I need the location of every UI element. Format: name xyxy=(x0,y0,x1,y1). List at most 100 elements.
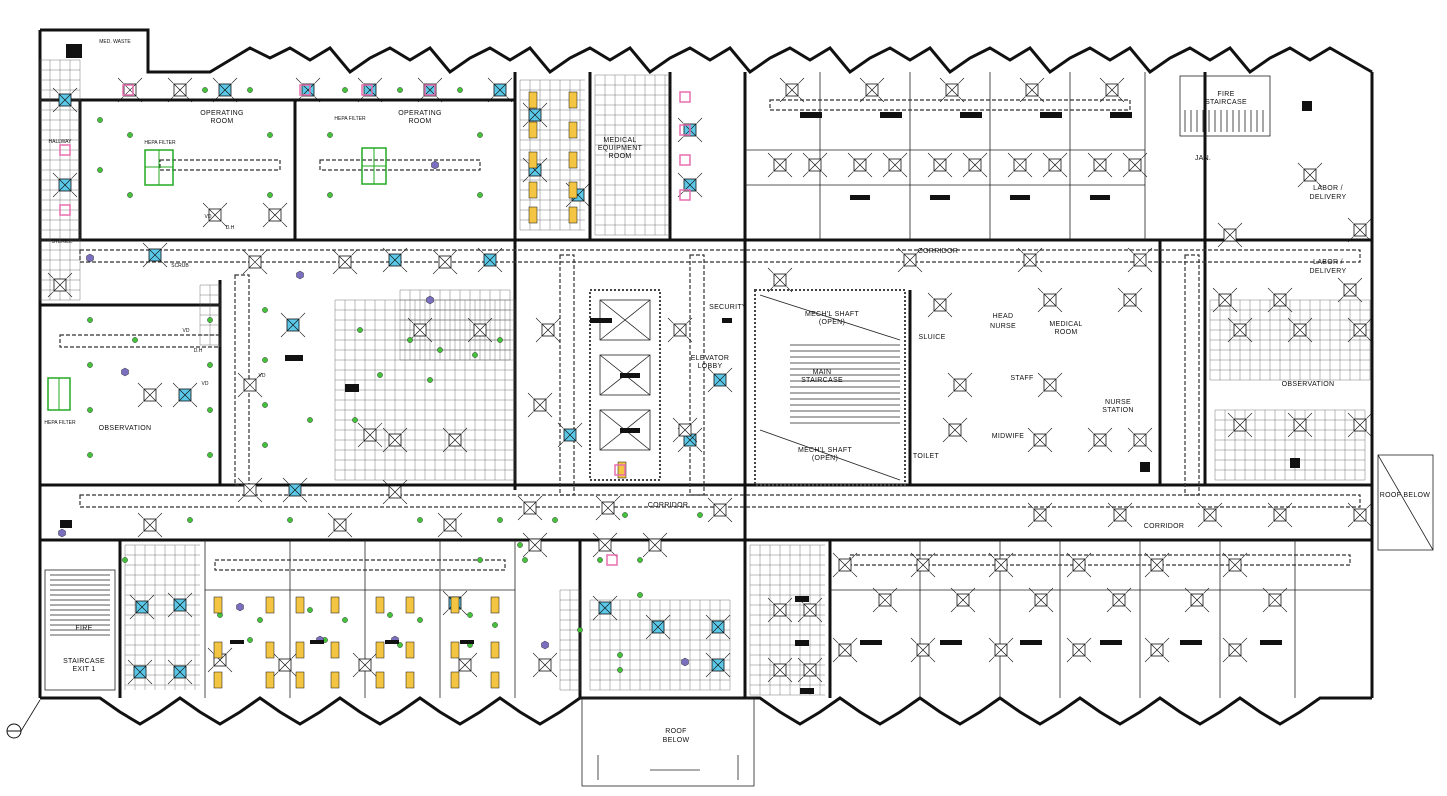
supply-diffuser-icon xyxy=(202,202,228,228)
label-head-nurse-b: NURSE xyxy=(990,323,1016,330)
supply-diffuser-icon xyxy=(910,552,936,578)
air-device-dot-icon xyxy=(207,407,213,413)
main-staircase-core xyxy=(754,289,906,486)
return-grille-icon xyxy=(330,596,340,614)
exhaust-fan-icon xyxy=(361,84,373,96)
supply-diffuser-icon xyxy=(1212,287,1238,313)
label-observation-right: OBSERVATION xyxy=(1282,381,1335,388)
smoke-detector-icon xyxy=(426,295,434,305)
air-device-dot-icon xyxy=(617,652,623,658)
exhaust-fan-icon xyxy=(122,84,134,96)
supply-diffuser-icon xyxy=(407,317,433,343)
air-device-dot-icon xyxy=(127,192,133,198)
supply-diffuser-icon xyxy=(357,77,383,103)
supply-diffuser-icon xyxy=(167,77,193,103)
air-device-dot-icon xyxy=(127,132,133,138)
label-fire-staircase-top-b: STAIRCASE xyxy=(1205,99,1247,106)
label-fire-staircase-top: FIRE xyxy=(1217,91,1234,98)
supply-diffuser-icon xyxy=(467,317,493,343)
label-corridor-lower-left: CORRIDOR xyxy=(648,502,689,509)
exhaust-fan-icon xyxy=(679,189,691,201)
supply-diffuser-icon xyxy=(897,247,923,273)
exhaust-fan-icon xyxy=(424,84,436,96)
tag-block xyxy=(795,596,809,602)
supply-diffuser-icon xyxy=(52,87,78,113)
supply-diffuser-icon xyxy=(802,152,828,178)
return-grille-icon xyxy=(265,596,275,614)
air-device-dot-icon xyxy=(377,372,383,378)
tag-block xyxy=(590,318,612,323)
hepa-filters xyxy=(47,147,387,411)
supply-diffuser-icon xyxy=(237,477,263,503)
label-vd-3: VD xyxy=(259,373,266,379)
supply-diffuser-icon xyxy=(1087,152,1113,178)
tag-block xyxy=(722,318,732,323)
air-device-dot-icon xyxy=(87,317,93,323)
exhaust-fan-icon xyxy=(679,154,691,166)
supply-diffuser-icon xyxy=(1037,287,1063,313)
supply-diffuser-icon xyxy=(1027,502,1053,528)
air-device-dot-icon xyxy=(342,87,348,93)
label-fire-staircase-exit: FIRE xyxy=(75,625,92,632)
supply-diffuser-icon xyxy=(832,552,858,578)
supply-diffuser-icon xyxy=(1017,247,1043,273)
supply-diffuser-icon xyxy=(988,552,1014,578)
tag-block xyxy=(800,112,822,118)
smoke-detector-icon xyxy=(121,367,129,377)
label-labor-delivery-1b: DELIVERY xyxy=(1310,194,1347,201)
label-mech-shaft-top-b: (OPEN) xyxy=(819,319,845,326)
return-grille-icon xyxy=(490,596,500,614)
air-device-dot-icon xyxy=(477,192,483,198)
supply-diffuser-icon xyxy=(1127,427,1153,453)
supply-diffuser-icon xyxy=(1007,152,1033,178)
supply-diffuser-icon xyxy=(705,614,731,640)
exhaust-fan-icon xyxy=(606,554,618,566)
air-device-dot-icon xyxy=(477,557,483,563)
supply-diffuser-icon xyxy=(779,77,805,103)
label-medical-room: MEDICAL xyxy=(1049,321,1082,328)
supply-diffuser-icon xyxy=(672,417,698,443)
supply-diffuser-icon xyxy=(1184,587,1210,613)
tag-block xyxy=(1020,640,1042,645)
supply-diffuser-icon xyxy=(172,382,198,408)
exhaust-fan-icon xyxy=(679,124,691,136)
return-grille-icon xyxy=(295,671,305,689)
supply-diffuser-icon xyxy=(1087,427,1113,453)
supply-diffuser-icon xyxy=(1197,502,1223,528)
label-labor-delivery-1: LABOR / xyxy=(1313,185,1343,192)
tag-block xyxy=(620,373,640,378)
supply-diffuser-icon xyxy=(167,659,193,685)
supply-diffuser-icon xyxy=(129,594,155,620)
supply-diffuser-icon xyxy=(527,392,553,418)
label-vd-1: VD xyxy=(183,328,190,334)
label-sluice: SLUICE xyxy=(918,334,945,341)
supply-diffuser-icon xyxy=(988,637,1014,663)
air-device-dot-icon xyxy=(467,612,473,618)
supply-diffuser-icon xyxy=(1144,637,1170,663)
supply-diffuser-icon xyxy=(950,587,976,613)
supply-diffuser-icon xyxy=(1287,412,1313,438)
label-medical-room-b: ROOM xyxy=(1055,329,1078,336)
supply-diffuser-icon xyxy=(1222,637,1248,663)
supply-diffuser-icon xyxy=(47,272,73,298)
supply-diffuser-icon xyxy=(1127,247,1153,273)
label-hepa-1: HEPA FILTER xyxy=(144,140,176,146)
air-device-dot-icon xyxy=(697,512,703,518)
supply-diffuser-icon xyxy=(1262,587,1288,613)
return-grille-icon xyxy=(568,206,578,224)
return-grille-icon xyxy=(568,151,578,169)
return-grille-icon xyxy=(450,596,460,614)
air-device-dot-icon xyxy=(497,517,503,523)
supply-diffuser-icon xyxy=(1227,412,1253,438)
tag-block xyxy=(460,640,474,644)
air-device-dot-icon xyxy=(202,87,208,93)
supply-diffuser-icon xyxy=(282,477,308,503)
supply-diffuser-icon xyxy=(522,532,548,558)
exhaust-fan-icon xyxy=(59,144,71,156)
supply-diffuser-icon xyxy=(1144,552,1170,578)
ceiling-grid xyxy=(594,74,670,236)
supply-diffuser-icon xyxy=(327,512,353,538)
supply-diffuser-icon xyxy=(332,249,358,275)
label-operating-room-2: OPERATING xyxy=(398,110,441,117)
return-grille-icon xyxy=(213,641,223,659)
